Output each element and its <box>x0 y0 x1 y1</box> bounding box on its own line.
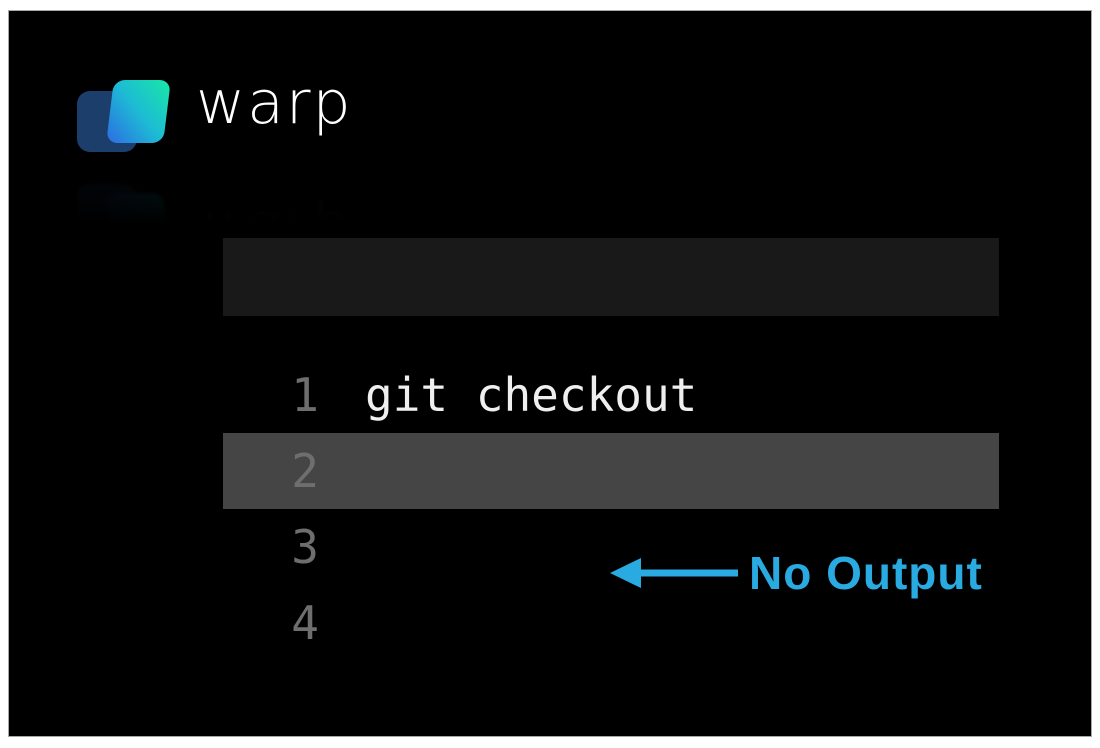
no-output-annotation: No Output <box>609 547 983 599</box>
line-number: 1 <box>291 368 319 422</box>
warp-wordmark: warp <box>196 68 353 138</box>
line-number: 3 <box>291 520 319 574</box>
warp-window: warp warp 1 git checkout <box>8 10 1092 737</box>
command-input-bar[interactable] <box>223 238 999 316</box>
command-text: git checkout <box>365 368 698 422</box>
warp-logo-icon-svg <box>77 80 170 152</box>
no-output-label: No Output <box>749 547 983 599</box>
terminal-lines: 1 git checkout 2 3 4 <box>223 357 999 661</box>
warp-logo-icon <box>76 79 180 170</box>
terminal-line-2-highlighted[interactable]: 2 <box>223 433 999 509</box>
terminal-line-4[interactable]: 4 <box>223 585 999 661</box>
terminal-line-3[interactable]: 3 <box>223 509 999 585</box>
left-arrow-icon <box>610 558 738 588</box>
logo-reflection: warp <box>76 166 496 268</box>
line-number: 2 <box>291 444 319 498</box>
line-number: 4 <box>291 596 319 650</box>
warp-logo-icon-reflection <box>76 166 180 257</box>
warp-logo: warp warp <box>76 73 496 268</box>
terminal-line-1[interactable]: 1 git checkout <box>223 357 999 433</box>
